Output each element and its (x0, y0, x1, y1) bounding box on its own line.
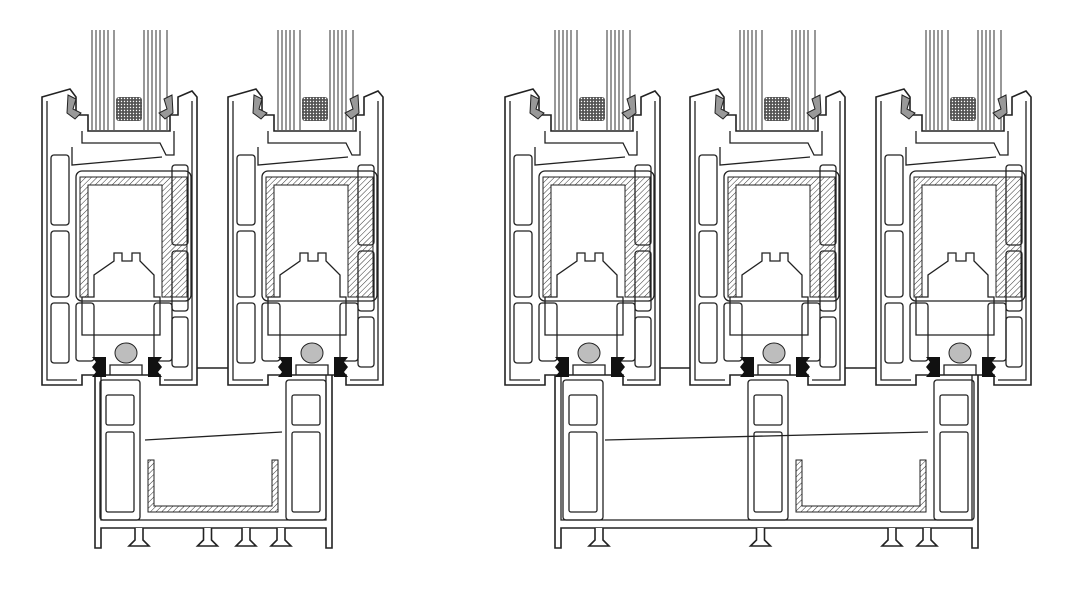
frame-post (285, 379, 327, 521)
frame-post-chamber (939, 394, 969, 426)
frame-foot (748, 528, 773, 547)
frame-foot (269, 528, 293, 547)
frame-foot (880, 528, 904, 547)
frame-steel-reinforcement (147, 459, 279, 513)
frame-web (144, 431, 283, 441)
frame-post (99, 379, 141, 521)
frame-foot (234, 528, 258, 547)
frame-foot (195, 528, 220, 547)
frame-foot (915, 528, 939, 547)
frame-post-chamber (105, 394, 135, 426)
frame-foot (587, 528, 611, 547)
frame-post (933, 379, 975, 521)
frame-post-chamber (105, 431, 135, 513)
frame-post-chamber (568, 431, 598, 513)
sash-profile (227, 29, 384, 386)
sash-profile (41, 29, 198, 386)
outer-frame-profile (554, 367, 979, 549)
frame-post-chamber (291, 431, 321, 513)
frame-post-chamber (939, 431, 969, 513)
sash-profile (875, 29, 1032, 386)
frame-web (604, 431, 929, 441)
frame-post-chamber (753, 394, 783, 426)
frame-post (747, 379, 789, 521)
frame-post-chamber (753, 431, 783, 513)
frame-post-chamber (291, 394, 321, 426)
frame-steel-reinforcement (795, 459, 927, 513)
sash-profile (689, 29, 846, 386)
frame-foot (127, 528, 151, 547)
frame-post-chamber (568, 394, 598, 426)
sash-profile (504, 29, 661, 386)
frame-post (562, 379, 604, 521)
